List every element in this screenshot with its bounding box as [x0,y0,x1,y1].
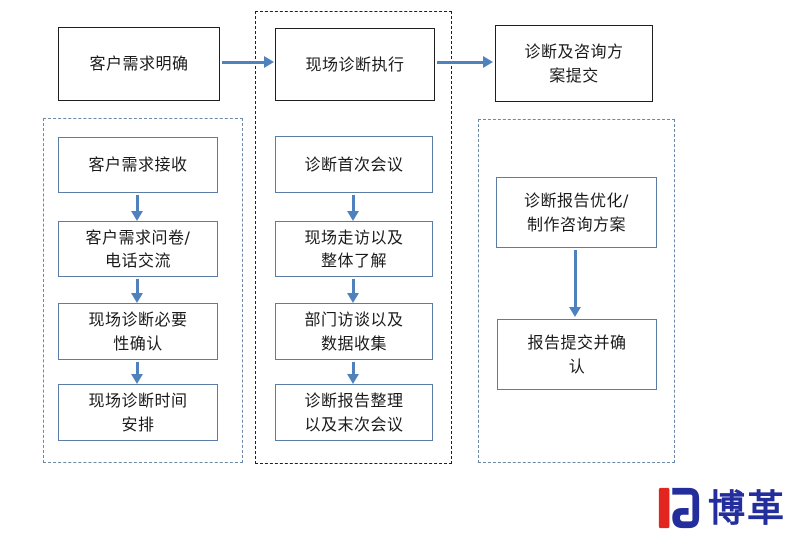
step-box: 诊断报告优化/ 制作咨询方案 [496,177,657,248]
arrow-down [569,250,581,317]
phase-container-1 [43,118,243,463]
logo-icon [656,485,702,531]
phase-container-3 [478,119,675,463]
header-box-proposal-submission: 诊断及咨询方 案提交 [495,25,653,102]
arrow-down [347,279,359,303]
step-box: 现场诊断时间 安排 [58,384,218,441]
step-box: 报告提交并确 认 [497,319,657,390]
phase-container-2 [255,11,452,464]
logo: 博革 [656,485,786,531]
header-box-onsite-diagnosis: 现场诊断执行 [275,28,435,101]
step-box: 客户需求接收 [58,137,218,193]
step-box: 诊断报告整理 以及末次会议 [275,384,433,441]
arrow-down [131,195,143,221]
arrow-down [131,362,143,384]
arrow-down [131,279,143,303]
arrow-right-header1-header2 [222,56,274,68]
step-box: 现场诊断必要 性确认 [58,303,218,360]
logo-text: 博革 [708,486,786,530]
step-box: 部门访谈以及 数据收集 [275,303,433,360]
arrow-down [347,195,359,221]
arrow-down [347,362,359,384]
step-box: 诊断首次会议 [275,136,433,193]
arrow-right-header2-header3 [437,56,493,68]
step-box: 客户需求问卷/ 电话交流 [58,221,218,277]
step-box: 现场走访以及 整体了解 [275,221,433,277]
header-box-customer-needs: 客户需求明确 [58,27,220,101]
